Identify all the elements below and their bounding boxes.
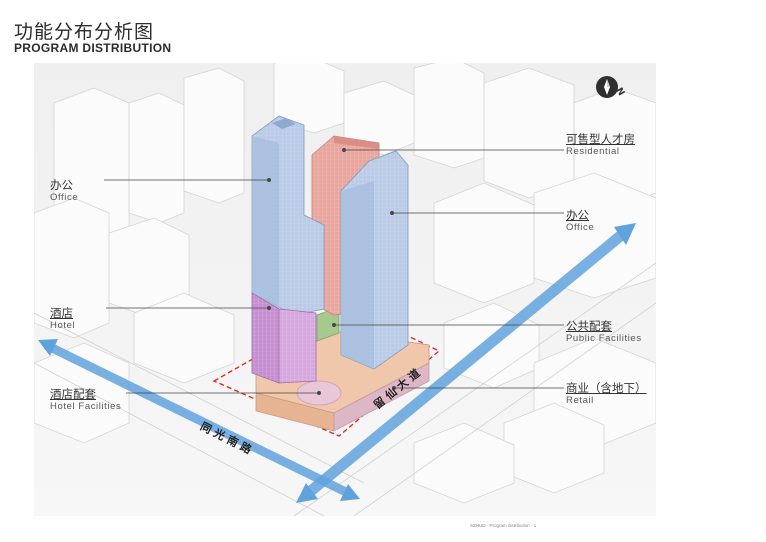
label-office-right-cn: 办公	[566, 208, 589, 222]
label-office-left-en: Office	[50, 192, 79, 203]
label-residential: 可售型人才房 Residential	[566, 132, 635, 158]
axonometric-diagram	[33, 57, 657, 517]
label-hotel-facilities: 酒店配套 Hotel Facilities	[50, 387, 121, 413]
title-en: PROGRAM DISTRIBUTION	[14, 41, 172, 55]
label-office-left-cn: 办公	[50, 178, 73, 192]
label-residential-cn: 可售型人才房	[566, 132, 635, 146]
label-public-facilities-en: Public Facilities	[566, 333, 642, 344]
hotel-block	[251, 292, 317, 384]
label-retail-en: Retail	[566, 395, 594, 406]
office-tower-left	[251, 115, 325, 316]
label-public-facilities: 公共配套 Public Facilities	[566, 319, 642, 345]
label-hotel-facilities-en: Hotel Facilities	[50, 401, 122, 412]
road-arrow-side	[38, 339, 360, 501]
road-arrow-main	[296, 223, 636, 503]
label-office-right-en: Office	[566, 222, 595, 233]
label-retail-cn: 商业（含地下）	[566, 381, 647, 395]
footer-text: SZHUD · Program distribution · 1	[470, 523, 537, 528]
label-office-right: 办公 Office	[566, 208, 594, 234]
label-office-left: 办公 Office	[50, 178, 78, 204]
label-retail: 商业（含地下） Retail	[566, 381, 647, 407]
compass-icon	[596, 76, 618, 98]
ground-lines	[33, 262, 657, 517]
label-residential-en: Residential	[566, 146, 620, 157]
label-hotel-cn: 酒店	[50, 306, 73, 320]
office-tower-right	[340, 150, 409, 370]
label-hotel: 酒店 Hotel	[50, 306, 75, 332]
title-cn: 功能分布分析图	[14, 21, 155, 43]
label-public-facilities-cn: 公共配套	[566, 319, 612, 333]
diagram-svg	[33, 57, 657, 517]
label-hotel-facilities-cn: 酒店配套	[50, 387, 96, 401]
label-hotel-en: Hotel	[50, 320, 76, 331]
leader-lines	[104, 148, 564, 395]
